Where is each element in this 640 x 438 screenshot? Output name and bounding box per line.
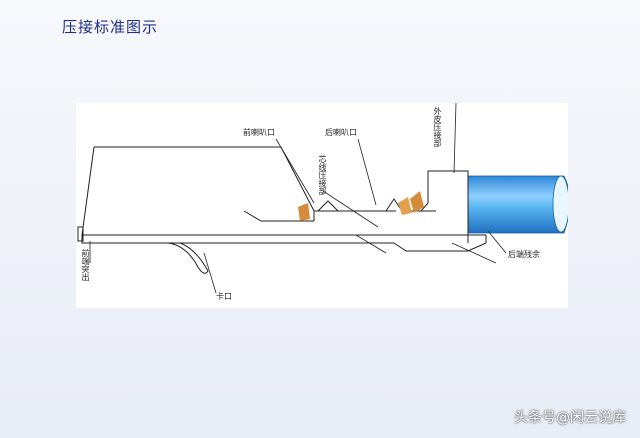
label-front-protrude: 前端突出 xyxy=(81,249,90,281)
label-jacket-crimp: 外皮压接部 xyxy=(433,107,442,147)
label-core-crimp: 芯线压接部 xyxy=(318,155,327,195)
label-rear-flare: 后喇叭口 xyxy=(325,128,357,137)
crimp-diagram xyxy=(77,103,568,294)
terminal-outline xyxy=(77,146,487,274)
label-rear-remainder: 后端残余 xyxy=(508,250,540,259)
page-title: 压接标准图示 xyxy=(62,18,159,36)
label-latch: 卡口 xyxy=(216,292,232,301)
label-front-flare: 前喇叭口 xyxy=(243,128,275,137)
conductor-strands xyxy=(298,191,424,221)
cable-jacket xyxy=(467,175,568,234)
pointer-lines xyxy=(89,103,507,294)
watermark: 头条号@闲云说库 xyxy=(514,410,626,426)
crimp-diagram-panel: 前喇叭口 后喇叭口 芯线压接部 外皮压接部 前端突出 卡口 后端残余 xyxy=(76,103,568,308)
cable-end xyxy=(552,175,568,233)
